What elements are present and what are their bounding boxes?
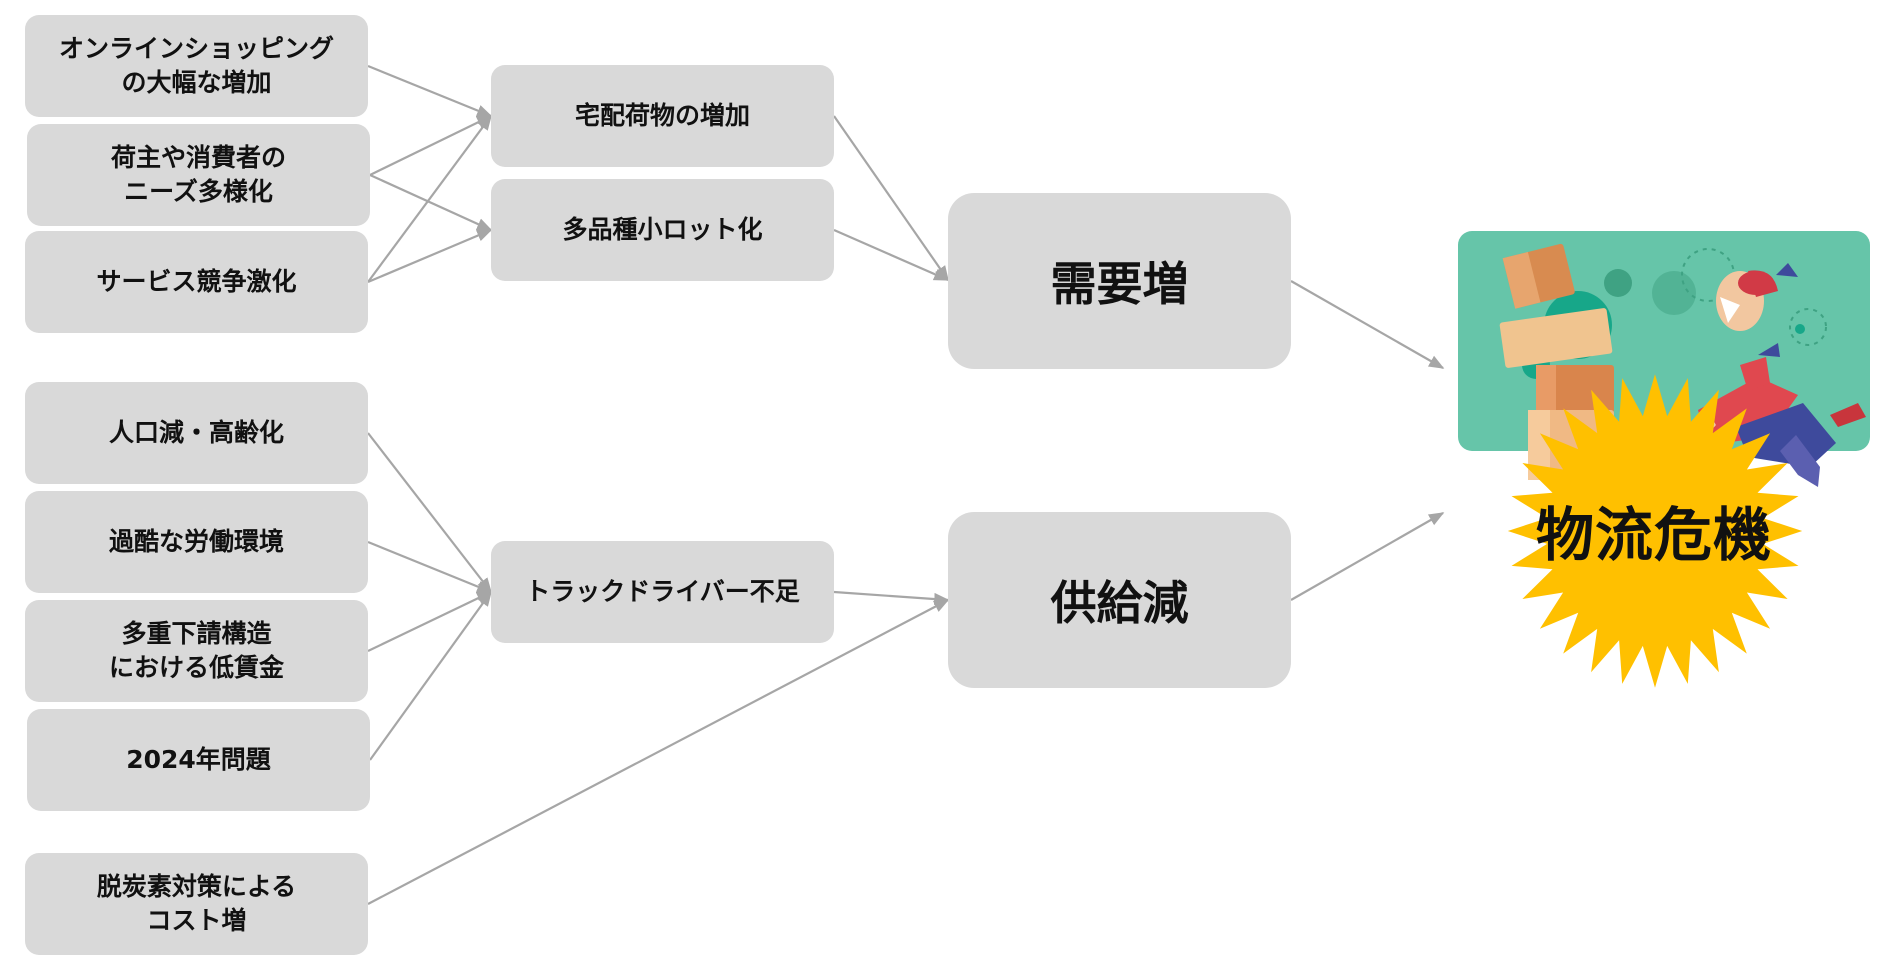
explosion-burst-shape <box>1507 374 1803 688</box>
arrow-variety-to-demand <box>833 228 950 282</box>
effect-supply-decrease: 供給減 <box>948 512 1291 688</box>
cause-decarbonization-cost: 脱炭素対策による コスト増 <box>25 853 368 955</box>
cause-population-aging: 人口減・高齢化 <box>25 382 368 484</box>
arrow-online-to-parcels <box>367 64 493 118</box>
intermediate-small-lot-variety: 多品種小ロット化 <box>491 179 834 281</box>
arrow-drivers-to-supply <box>833 590 950 606</box>
cause-harsh-labor: 過酷な労働環境 <box>25 491 368 593</box>
arrow-labor-to-drivers <box>367 540 493 594</box>
arrow-needs-to-parcels <box>369 115 493 176</box>
cause-low-wages-subcontracting: 多重下請構造 における低賃金 <box>25 600 368 702</box>
arrow-supply-to-outcome <box>1290 512 1445 601</box>
delivery-worker-illustration <box>1458 231 1870 688</box>
cause-needs-diversification: 荷主や消費者の ニーズ多様化 <box>27 124 370 226</box>
arrow-demand-to-outcome <box>1290 280 1445 369</box>
outcome-logistics-crisis: 物流危機 <box>1535 501 1772 569</box>
intermediate-parcel-increase: 宅配荷物の増加 <box>491 65 834 167</box>
arrow-subcontract-to-drivers <box>367 591 493 652</box>
arrow-population-to-drivers <box>367 432 492 594</box>
effect-demand-increase: 需要増 <box>948 193 1291 369</box>
cause-2024-problem: 2024年問題 <box>27 709 370 811</box>
arrow-competition-to-variety <box>367 228 493 284</box>
intermediate-driver-shortage: トラックドライバー不足 <box>491 541 834 643</box>
arrow-needs-to-variety <box>369 173 493 232</box>
arrow-decarbon-to-supply <box>367 599 950 905</box>
arrow-y2024-to-drivers <box>369 590 492 761</box>
arrow-competition-to-parcels <box>367 114 492 283</box>
cause-service-competition: サービス競争激化 <box>25 231 368 333</box>
cause-online-shopping: オンラインショッピング の大幅な増加 <box>25 15 368 117</box>
arrow-parcels-to-demand <box>833 115 949 282</box>
